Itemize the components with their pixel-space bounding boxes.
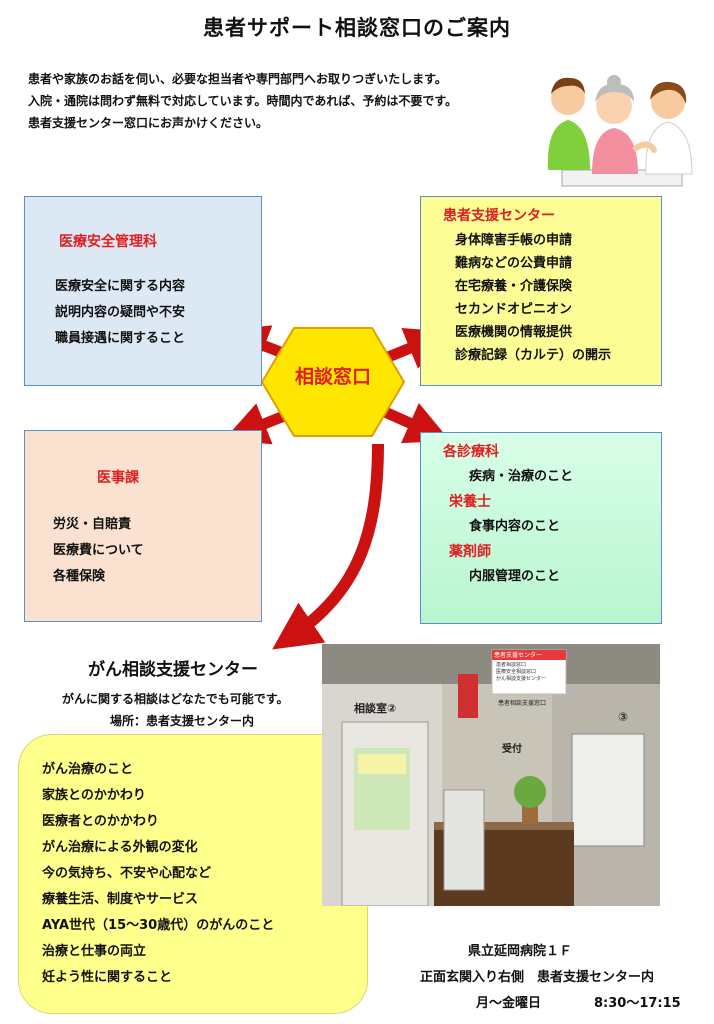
iji-item: 労災・自賠責	[53, 517, 132, 532]
gan-topic: がん治療のこと	[42, 762, 134, 777]
shin-item: 内服管理のこと	[469, 569, 561, 584]
hanging-sign-line: 医療安全相談窓口	[496, 669, 537, 675]
hanging-sign-line: 患者相談窓口	[496, 662, 527, 668]
gan-topic: 治療と仕事の両立	[42, 944, 147, 959]
anzen-box: 医療安全管理科 医療安全に関する内容 説明内容の疑問や不安 職員接遇に関すること	[24, 196, 262, 386]
shin-item: 疾病・治療のこと	[469, 469, 574, 484]
footer-hours: 8:30〜17:15	[594, 996, 681, 1011]
counter-photo: 相談室② 受付 患者支援センター 患者相談窓口 医療安全相談窓口 がん相談支援セ…	[322, 644, 660, 907]
kanja-item: 医療機関の情報提供	[455, 325, 573, 340]
room-number: ③	[618, 710, 629, 724]
gan-topic: 今の気持ち、不安や心配など	[42, 866, 212, 881]
consultation-illustration	[547, 75, 693, 187]
anzen-heading: 医療安全管理科	[59, 234, 157, 250]
center-hexagon	[260, 327, 406, 437]
gan-topic: 医療者とのかかわり	[42, 814, 159, 829]
shin-heading: 薬剤師	[449, 544, 491, 560]
page-title: 患者サポート相談窓口のご案内	[203, 16, 511, 40]
kanja-item: 難病などの公費申請	[455, 256, 573, 271]
anzen-item: 職員接遇に関すること	[55, 331, 186, 346]
gan-topic: 療養生活、制度やサービス	[42, 892, 199, 907]
gan-topic: 家族とのかかわり	[42, 788, 146, 803]
desk-sign: 患者相談支援窓口	[498, 700, 547, 707]
kanja-item: セカンドオピニオン	[455, 302, 573, 317]
shin-item: 食事内容のこと	[469, 519, 561, 534]
intro-line: 患者支援センター窓口にお声かけください。	[28, 116, 269, 130]
kanja-heading: 患者支援センター	[443, 208, 555, 224]
footer-hospital: 県立延岡病院１Ｆ	[468, 944, 573, 959]
gan-topic: 妊よう性に関すること	[42, 970, 173, 985]
gan-title: がん相談支援センター	[88, 660, 258, 680]
counter-photo-drawing	[322, 644, 660, 907]
hanging-sign-line: がん相談支援センター	[496, 676, 547, 682]
kanja-item: 在宅療養・介護保険	[455, 279, 573, 294]
iji-item: 各種保険	[53, 569, 106, 584]
anzen-item: 医療安全に関する内容	[55, 279, 186, 294]
gan-topic: AYA世代（15〜30歳代）のがんのこと	[42, 918, 275, 933]
hanging-sign-title: 患者支援センター	[494, 652, 543, 659]
gan-topic: がん治療による外観の変化	[42, 840, 198, 855]
footer-days: 月〜金曜日	[476, 996, 542, 1011]
footer-location: 正面玄関入り右側 患者支援センター内	[420, 970, 655, 985]
room-sign: 相談室②	[354, 702, 397, 715]
arrow-to-gan	[272, 443, 384, 650]
center-label: 相談窓口	[294, 366, 371, 388]
iji-item: 医療費について	[53, 543, 144, 558]
intro-text: 患者や家族のお話を伺い、必要な担当者や専門部門へお取りつぎいたします。 入院・通…	[28, 68, 457, 134]
gan-location: 場所：患者支援センター内	[110, 714, 255, 728]
gan-subtitle: がんに関する相談はどなたでも可能です。	[62, 692, 289, 706]
shin-heading: 栄養士	[449, 494, 491, 510]
kanja-item: 診療記録（カルテ）の開示	[455, 348, 612, 363]
intro-line: 入院・通院は問わず無料で対応しています。時間内であれば、予約は不要です。	[28, 94, 458, 108]
iji-box: 医事課 労災・自賠責 医療費について 各種保険	[24, 430, 262, 622]
shinryo-box: 各診療科 疾病・治療のこと 栄養士 食事内容のこと 薬剤師 内服管理のこと	[420, 432, 662, 624]
hanging-sign-lines: 患者相談窓口 医療安全相談窓口 がん相談支援センター	[496, 662, 564, 683]
reception-sign: 受付	[502, 744, 522, 755]
kanja-box: 患者支援センター 身体障害手帳の申請 難病などの公費申請 在宅療養・介護保険 セ…	[420, 196, 662, 386]
kanja-item: 身体障害手帳の申請	[455, 233, 573, 248]
gan-topics-panel	[18, 734, 368, 1014]
shin-heading: 各診療科	[443, 444, 499, 460]
anzen-item: 説明内容の疑問や不安	[55, 305, 186, 320]
intro-line: 患者や家族のお話を伺い、必要な担当者や専門部門へお取りつぎいたします。	[28, 72, 447, 86]
iji-heading: 医事課	[97, 470, 139, 486]
